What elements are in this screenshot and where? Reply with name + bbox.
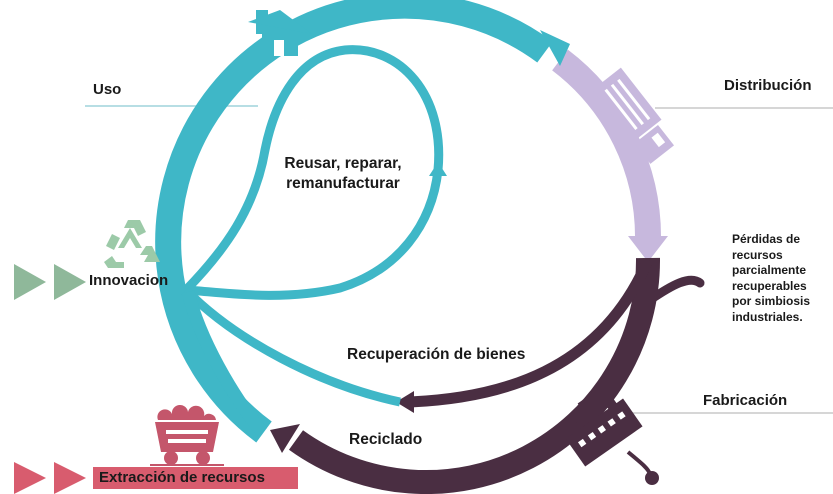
mine-cart-icon bbox=[150, 404, 224, 466]
goods-recovery-arrowhead bbox=[396, 391, 414, 413]
losses-note-line-5: por simbiosis bbox=[732, 294, 811, 308]
distribution-arrowhead bbox=[628, 236, 668, 262]
use-arc bbox=[155, 0, 553, 443]
house-icon bbox=[248, 10, 312, 56]
recycling-arrowhead bbox=[270, 424, 300, 453]
extraction-arrow-2 bbox=[54, 462, 86, 494]
truck-icon bbox=[592, 67, 675, 164]
recovery-teal-line bbox=[182, 286, 401, 407]
stage-label-use: Uso bbox=[93, 81, 122, 98]
flow-label-reuse: Reusar, reparar, remanufacturar bbox=[284, 154, 401, 194]
factory-drain-end bbox=[645, 471, 659, 485]
flow-label-goods-recovery: Recuperación de bienes bbox=[347, 346, 526, 363]
losses-note-line-6: industriales. bbox=[732, 309, 803, 324]
manufacturing-arc bbox=[288, 257, 661, 494]
flow-label-reuse-line-1: Reusar, reparar, bbox=[284, 155, 402, 172]
reuse-arrowhead bbox=[429, 162, 447, 176]
reuse-loop bbox=[182, 45, 444, 300]
stage-label-distribution: Distribución bbox=[724, 77, 812, 94]
stage-label-innovation: Innovacion bbox=[89, 272, 169, 289]
stage-label-extraction: Extracción de recursos bbox=[99, 469, 265, 486]
extraction-label-box: Extracción de recursos bbox=[93, 467, 298, 489]
losses-note-line-4: recuperables bbox=[732, 278, 807, 293]
factory-drain bbox=[626, 450, 652, 475]
innovation-arrow-2 bbox=[54, 264, 86, 300]
losses-note-line-3: parcialmente bbox=[732, 263, 807, 277]
losses-branch bbox=[645, 275, 705, 305]
goods-recovery-arc bbox=[409, 257, 654, 408]
extraction-arrow-1 bbox=[14, 462, 46, 494]
losses-note-line-1: Pérdidas de bbox=[732, 232, 801, 246]
use-arrowhead bbox=[540, 30, 570, 66]
recycle-icon bbox=[104, 220, 160, 268]
factory-icon bbox=[564, 393, 643, 467]
innovation-arrow-1 bbox=[14, 264, 46, 300]
losses-note: Pérdidas de recursos parcialmente recupe… bbox=[732, 232, 833, 325]
losses-note-line-2: recursos bbox=[732, 247, 783, 262]
flow-label-recycling: Reciclado bbox=[349, 431, 423, 448]
recycling-teal-line bbox=[181, 290, 268, 437]
stage-label-manufacturing: Fabricación bbox=[703, 392, 788, 409]
flow-label-reuse-line-2: remanufacturar bbox=[286, 175, 400, 192]
distribution-arc bbox=[552, 49, 662, 241]
